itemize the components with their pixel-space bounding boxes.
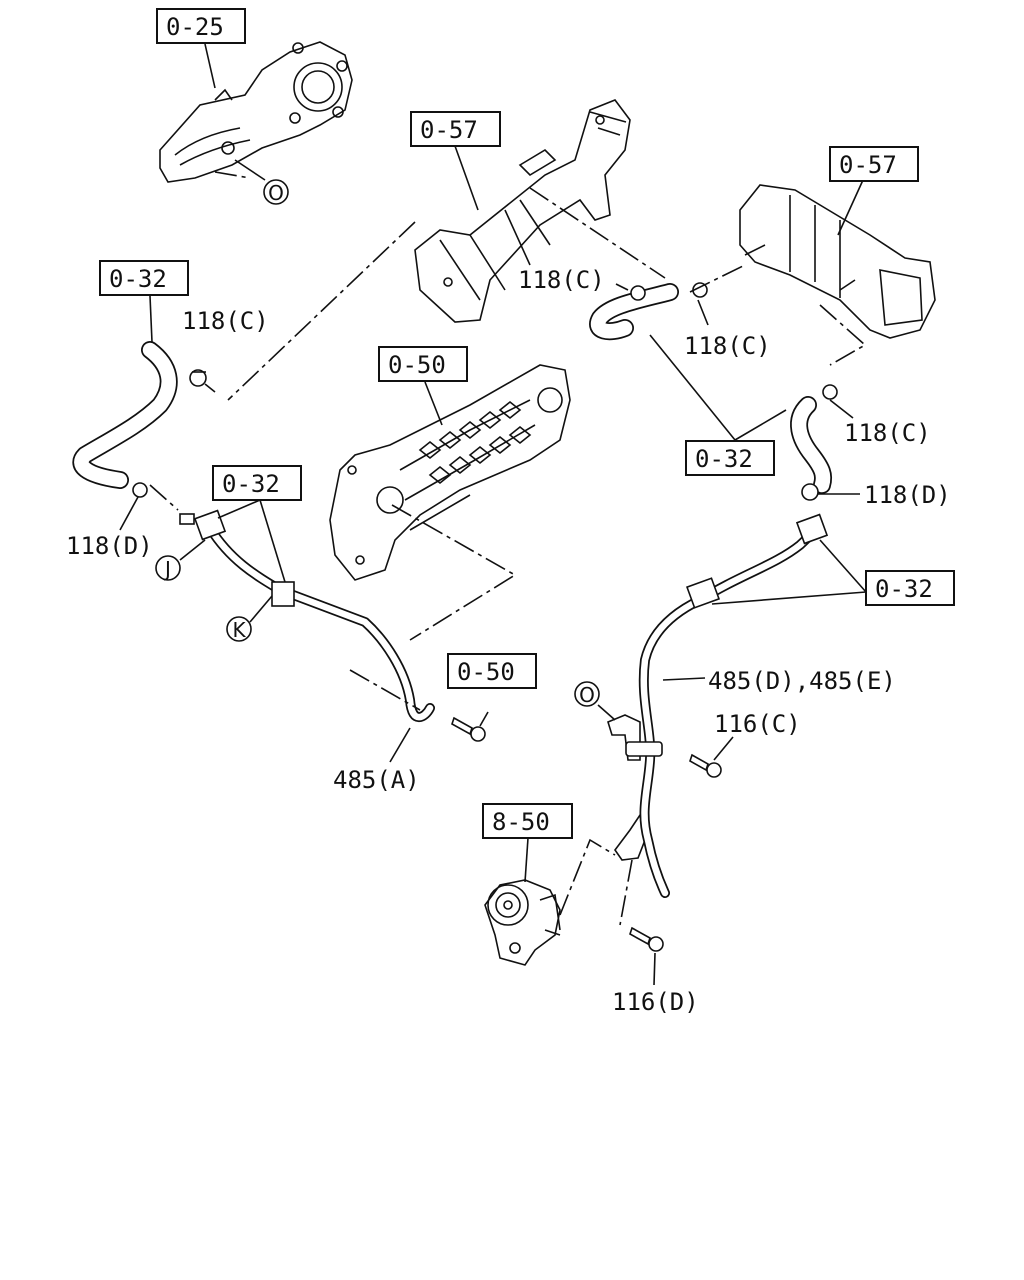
svg-text:0-32: 0-32 [109, 265, 167, 293]
egr-cooler-upper-part [414, 99, 631, 323]
left-water-hose [72, 341, 178, 489]
label-485a[interactable]: 485(A) [333, 766, 420, 794]
connection-lines [149, 171, 867, 926]
svg-text:0-25: 0-25 [166, 13, 224, 41]
ref-box-8-50[interactable]: 8-50 [482, 803, 573, 839]
ref-box-0-32-right-pipe[interactable]: 0-32 [865, 570, 955, 606]
manifold-adapter-part [159, 41, 353, 183]
bolt-icon [451, 716, 486, 742]
ref-box-0-25[interactable]: 0-25 [156, 8, 246, 44]
ref-box-0-50-manifold[interactable]: 0-50 [378, 346, 468, 382]
bolt-icon [629, 926, 664, 952]
ref-box-0-32-left-hose[interactable]: 0-32 [99, 260, 189, 296]
marker-o-upper[interactable]: O [263, 179, 289, 205]
bolt-icon [689, 753, 722, 778]
svg-text:0-32: 0-32 [695, 445, 753, 473]
label-116d[interactable]: 116(D) [612, 988, 699, 1016]
water-pipe-485de [638, 523, 823, 898]
water-pipe-485a [205, 523, 435, 723]
hose-clamp-icon [801, 483, 819, 501]
marker-k[interactable]: K [226, 616, 252, 642]
svg-text:K: K [232, 618, 246, 642]
svg-text:O: O [579, 683, 595, 707]
pipe-clip-j [193, 509, 227, 541]
stud-icon [179, 513, 195, 525]
middle-water-hose [589, 283, 679, 341]
svg-text:0-32: 0-32 [875, 575, 933, 603]
pipe-clip-right-middle [685, 577, 721, 609]
ref-box-0-50-bolt[interactable]: 0-50 [447, 653, 537, 689]
pipe-clip-right-upper [795, 513, 829, 545]
intake-manifold-part [329, 364, 571, 581]
svg-text:8-50: 8-50 [492, 808, 550, 836]
label-118c-right[interactable]: 118(C) [844, 419, 931, 447]
hose-clamp-icon [822, 384, 838, 400]
pipe-clip-k [271, 581, 295, 607]
label-485d-485e[interactable]: 485(D),485(E) [708, 667, 896, 695]
marker-j[interactable]: J [155, 555, 181, 581]
pulley-bracket-part [484, 879, 561, 966]
svg-text:0-57: 0-57 [420, 116, 478, 144]
ref-box-0-32-left-pipe[interactable]: 0-32 [212, 465, 302, 501]
svg-text:0-50: 0-50 [388, 351, 446, 379]
svg-text:J: J [163, 557, 171, 581]
leader-lines [119, 43, 867, 986]
label-118d-right[interactable]: 118(D) [864, 481, 951, 509]
hose-clamp-icon [189, 369, 207, 387]
hose-clamp-icon [630, 285, 646, 301]
label-118c-upper-right[interactable]: 118(C) [684, 332, 771, 360]
ref-box-0-57-upper[interactable]: 0-57 [410, 111, 501, 147]
egr-cooler-lower-part [739, 184, 936, 339]
ref-box-0-57-lower[interactable]: 0-57 [829, 146, 919, 182]
pipe-band-clip [625, 741, 663, 757]
label-118c-middle[interactable]: 118(C) [518, 266, 605, 294]
label-116c[interactable]: 116(C) [714, 710, 801, 738]
label-118d-left[interactable]: 118(D) [66, 532, 153, 560]
svg-text:0-50: 0-50 [457, 658, 515, 686]
svg-text:O: O [268, 181, 284, 205]
svg-text:0-32: 0-32 [222, 470, 280, 498]
right-water-hose [790, 396, 833, 494]
hose-clamp-icon [132, 482, 148, 498]
label-118c-left[interactable]: 118(C) [182, 307, 269, 335]
ref-box-0-32-right-hose[interactable]: 0-32 [685, 440, 775, 476]
svg-text:0-57: 0-57 [839, 151, 897, 179]
marker-o-lower[interactable]: O [574, 681, 600, 707]
